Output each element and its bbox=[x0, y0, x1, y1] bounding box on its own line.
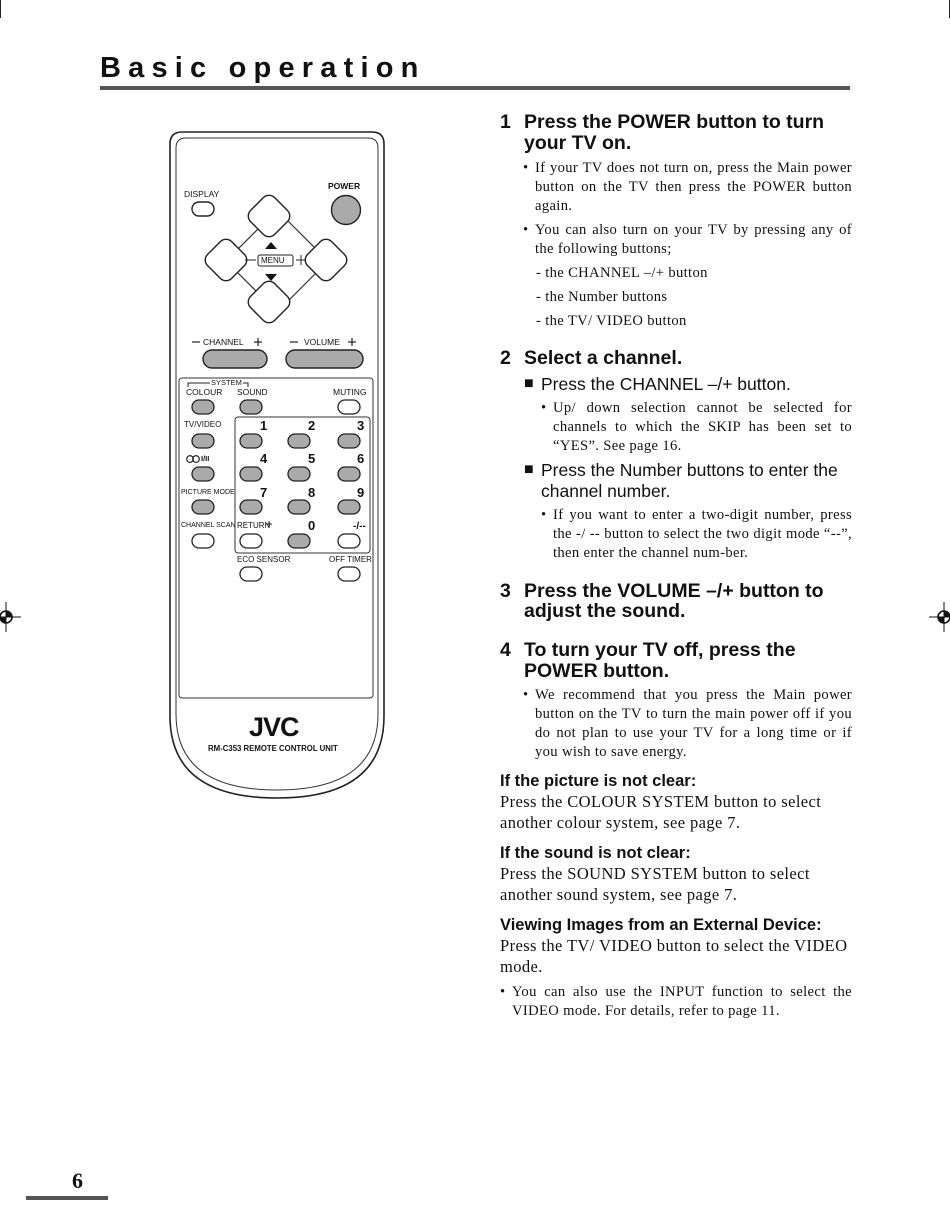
tip-text: Press the TV/ VIDEO button to select the… bbox=[500, 935, 848, 977]
step-2-sub-item: ■Press the CHANNEL –/+ button. bbox=[524, 373, 791, 394]
digit-8: 8 bbox=[308, 485, 316, 500]
page-number: 6 bbox=[72, 1168, 83, 1193]
instructions-column: 1 Press the POWER button to turn your TV… bbox=[500, 112, 852, 1021]
tip-heading: If the sound is not clear: bbox=[500, 843, 691, 862]
remote-body-icon bbox=[169, 131, 385, 799]
remote-control-illustration: DISPLAY POWER MENU CHANNEL VOLUME SYSTEM… bbox=[168, 130, 386, 800]
channel-scan-label: CHANNEL SCAN bbox=[181, 522, 236, 529]
digit-9: 9 bbox=[357, 485, 365, 500]
sound-label: SOUND bbox=[237, 387, 268, 397]
dual-sound-label: I/II bbox=[201, 454, 210, 463]
digit-1: 1 bbox=[260, 418, 268, 433]
digit-2: 2 bbox=[308, 418, 316, 433]
picture-mode-label: PICTURE MODE bbox=[181, 489, 235, 496]
digit-6: 6 bbox=[357, 451, 365, 466]
brand-logo: JVC bbox=[249, 712, 300, 742]
tip-heading: If the picture is not clear: bbox=[500, 772, 697, 791]
step-3-heading: 3 Press the VOLUME –/+ button to adjust … bbox=[500, 579, 824, 623]
step-2-sub-item: ■Press the Number buttons to enter the c… bbox=[524, 459, 838, 501]
step-1-option: - the CHANNEL –/+ button bbox=[536, 265, 708, 282]
step-1-option: - the TV/ VIDEO button bbox=[536, 313, 687, 330]
model-label: RM-C353 REMOTE CONTROL UNIT bbox=[208, 744, 338, 753]
digit-3: 3 bbox=[357, 418, 365, 433]
page-title: Basic operation bbox=[100, 52, 426, 84]
volume-label: VOLUME bbox=[304, 337, 340, 347]
step-2-heading: 2 Select a channel. bbox=[500, 347, 683, 370]
digit-7: 7 bbox=[260, 485, 268, 500]
step-4-heading: 4 To turn your TV off, press the POWER b… bbox=[500, 638, 796, 682]
step-1-bullet: •If your TV does not turn on, press the … bbox=[523, 160, 852, 215]
crop-mark-top-left bbox=[0, 0, 1, 18]
system-label: SYSTEM bbox=[210, 378, 243, 387]
display-label: DISPLAY bbox=[184, 189, 220, 199]
page-number-underline bbox=[26, 1196, 108, 1200]
tip-heading: Viewing Images from an External Device: bbox=[500, 915, 822, 934]
step-1-heading: 1 Press the POWER button to turn your TV… bbox=[500, 111, 825, 154]
tip-text: Press the SOUND SYSTEM button to select … bbox=[500, 863, 810, 905]
step-1-option: - the Number buttons bbox=[536, 289, 668, 306]
tip-text: Press the COLOUR SYSTEM button to select… bbox=[500, 792, 822, 833]
menu-label: MENU bbox=[261, 256, 285, 265]
return-label: RETURN bbox=[237, 521, 271, 530]
off-timer-label: OFF TIMER bbox=[329, 555, 372, 564]
step-4-bullet: •We recommend that you press the Main po… bbox=[523, 687, 852, 761]
power-label: POWER bbox=[328, 181, 361, 191]
step-2-sub-bullet: •If you want to enter a two-digit number… bbox=[541, 506, 852, 561]
digit-5: 5 bbox=[308, 451, 316, 466]
colour-label: COLOUR bbox=[186, 387, 223, 397]
muting-label: MUTING bbox=[333, 387, 367, 397]
tv-video-label: TV/VIDEO bbox=[184, 420, 222, 429]
channel-label: CHANNEL bbox=[203, 337, 244, 347]
title-underline bbox=[100, 86, 850, 90]
digit-4: 4 bbox=[260, 451, 268, 466]
dash-key-label: -/-- bbox=[353, 521, 366, 532]
tip-bullet: •You can also use the INPUT function to … bbox=[500, 983, 852, 1019]
registration-mark-right-icon bbox=[929, 602, 950, 632]
eco-sensor-label: ECO SENSOR bbox=[237, 555, 291, 564]
step-2-sub-bullet: •Up/ down selection cannot be selected f… bbox=[541, 399, 852, 454]
registration-mark-left-icon bbox=[0, 602, 21, 632]
step-1-bullet: •You can also turn on your TV by pressin… bbox=[523, 222, 852, 258]
digit-0: 0 bbox=[308, 518, 316, 533]
